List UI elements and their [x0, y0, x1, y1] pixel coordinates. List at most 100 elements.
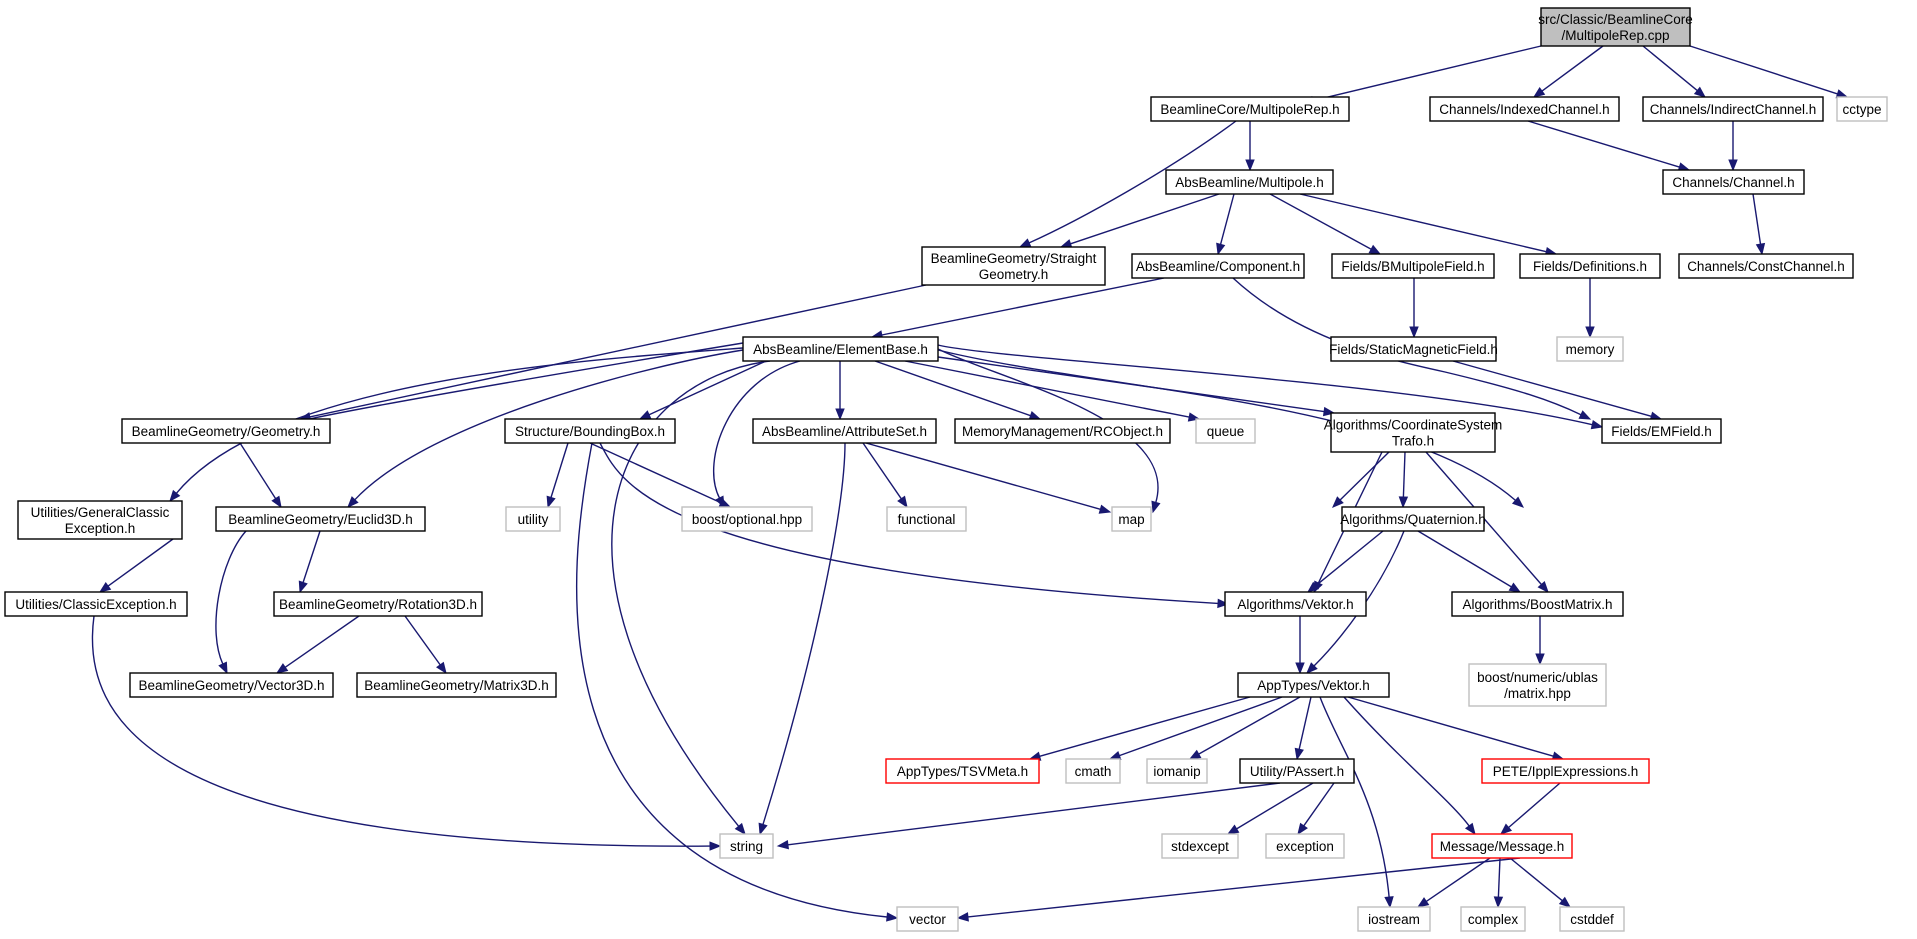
node-label: Structure/BoundingBox.h: [515, 424, 665, 439]
dependency-edge: [1416, 857, 1491, 908]
node-box: [1065, 758, 1121, 784]
edge-line: [1541, 45, 1604, 92]
graph-node-app-tsvmeta[interactable]: AppTypes/TSVMeta.h: [885, 758, 1040, 784]
dependency-edge: [1226, 782, 1314, 835]
node-box: [1431, 833, 1573, 859]
graph-node-ch-indexed[interactable]: Channels/IndexedChannel.h: [1429, 96, 1620, 122]
node-box: [1357, 906, 1431, 932]
edge-line: [1509, 857, 1563, 902]
graph-node-f-emfield[interactable]: Fields/EMField.h: [1601, 418, 1722, 444]
graph-node-bg-matrix3d[interactable]: BeamlineGeometry/Matrix3D.h: [356, 672, 557, 698]
arrowhead-icon: [638, 410, 652, 420]
graph-node-bg-rotation[interactable]: BeamlineGeometry/Rotation3D.h: [273, 591, 483, 617]
arrowhead-icon: [1578, 410, 1592, 420]
arrowhead-icon: [1532, 86, 1546, 98]
graph-node-ch-channel[interactable]: Channels/Channel.h: [1662, 169, 1805, 195]
dependency-edge: [862, 442, 908, 509]
node-box: [1540, 7, 1691, 47]
arrowhead-icon: [1693, 86, 1707, 98]
node-label: string: [730, 839, 763, 854]
node-box: [1601, 418, 1722, 444]
node-box: [1836, 96, 1888, 122]
arrowhead-icon: [835, 408, 845, 421]
graph-node-st-boundingbox[interactable]: Structure/BoundingBox.h: [504, 418, 676, 444]
graph-node-bg-euclid[interactable]: BeamlineGeometry/Euclid3D.h: [215, 506, 426, 532]
node-label: exception: [1276, 839, 1334, 854]
graph-node-bg-vector3d[interactable]: BeamlineGeometry/Vector3D.h: [129, 672, 334, 698]
dependency-edge: [1509, 857, 1572, 908]
arrowhead-icon: [347, 496, 359, 508]
node-box: [954, 418, 1171, 444]
dependency-edge: [1398, 451, 1409, 509]
node-label: Trafo.h: [1392, 434, 1434, 449]
node-label: AbsBeamline/Multipole.h: [1175, 175, 1324, 190]
node-label: queue: [1207, 424, 1245, 439]
dependency-edge: [1493, 857, 1504, 909]
node-label: Utilities/ClassicException.h: [15, 597, 176, 612]
node-box: [1237, 672, 1390, 698]
dependency-edge: [1452, 360, 1663, 421]
node-box: [1559, 906, 1625, 932]
graph-node-f-staticmag[interactable]: Fields/StaticMagneticField.h: [1329, 336, 1498, 362]
edge-line: [107, 538, 174, 587]
node-label: iostream: [1368, 912, 1420, 927]
edge-line: [648, 360, 767, 416]
graph-node-alg-boostmatrix[interactable]: Algorithms/BoostMatrix.h: [1451, 591, 1624, 617]
node-label: Channels/Channel.h: [1672, 175, 1794, 190]
node-label: PETE/IpplExpressions.h: [1493, 764, 1639, 779]
graph-node-f-bmultipole[interactable]: Fields/BMultipoleField.h: [1331, 253, 1495, 279]
edge-line: [1119, 696, 1283, 757]
graph-node-msg-message[interactable]: Message/Message.h: [1431, 833, 1573, 859]
edge-line: [1497, 857, 1501, 898]
node-box: [1165, 169, 1334, 195]
graph-node-pete-ippl[interactable]: PETE/IpplExpressions.h: [1481, 758, 1650, 784]
arrowhead-icon: [1398, 496, 1409, 509]
graph-node-alg-quaternion[interactable]: Algorithms/Quaternion.h: [1340, 506, 1486, 532]
edge-line: [175, 347, 744, 494]
arrowhead-icon: [897, 495, 908, 509]
dependency-edge: [1532, 45, 1604, 98]
dependency-edge: [937, 349, 1525, 508]
graph-node-ch-indirect[interactable]: Channels/IndirectChannel.h: [1642, 96, 1824, 122]
node-label: Geometry.h: [979, 267, 1049, 282]
graph-node-ab-multipole[interactable]: AbsBeamline/Multipole.h: [1165, 169, 1334, 195]
edge-line: [712, 360, 801, 499]
graph-node-ut-classicexc[interactable]: Utilities/ClassicException.h: [4, 591, 188, 617]
node-box: [1678, 253, 1854, 279]
graph-node-root[interactable]: src/Classic/BeamlineCore/MultipoleRep.cp…: [1538, 7, 1693, 47]
graph-node-ab-elementbase[interactable]: AbsBeamline/ElementBase.h: [742, 336, 939, 362]
graph-node-f-definitions[interactable]: Fields/Definitions.h: [1519, 253, 1661, 279]
arrowhead-icon: [1108, 750, 1122, 760]
node-box: [921, 246, 1106, 286]
arrowhead-icon: [1368, 244, 1382, 255]
graph-node-u-passert[interactable]: Utility/PAssert.h: [1239, 758, 1355, 784]
edge-line: [1299, 193, 1547, 253]
edge-line: [284, 615, 360, 668]
node-box: [215, 506, 426, 532]
edge-line: [1642, 45, 1698, 92]
graph-node-bg-geometry[interactable]: BeamlineGeometry/Geometry.h: [121, 418, 331, 444]
dependency-edge: [937, 344, 1604, 430]
arrowhead-icon: [1245, 159, 1255, 172]
graph-node-memory: memory: [1556, 336, 1624, 362]
node-label: BeamlineGeometry/Rotation3D.h: [279, 597, 477, 612]
dependency-edge: [1728, 121, 1738, 172]
graph-node-ch-const[interactable]: Channels/ConstChannel.h: [1678, 253, 1854, 279]
node-box: [1341, 506, 1485, 532]
graph-node-app-vektor[interactable]: AppTypes/Vektor.h: [1237, 672, 1390, 698]
graph-node-ab-component[interactable]: AbsBeamline/Component.h: [1131, 253, 1305, 279]
edge-line: [787, 782, 1281, 846]
graph-node-mm-rcobject[interactable]: MemoryManagement/RCObject.h: [954, 418, 1171, 444]
node-label: Algorithms/BoostMatrix.h: [1462, 597, 1612, 612]
arrowhead-icon: [1508, 582, 1522, 593]
edge-layer: [91, 45, 1849, 922]
graph-node-exception: exception: [1265, 833, 1345, 859]
node-box: [1161, 833, 1239, 859]
graph-node-bc-multipolerep[interactable]: BeamlineCore/MultipoleRep.h: [1150, 96, 1350, 122]
graph-node-ab-attributeset[interactable]: AbsBeamline/AttributeSet.h: [752, 418, 937, 444]
edge-line: [1527, 120, 1680, 168]
graph-node-alg-vektor[interactable]: Algorithms/Vektor.h: [1224, 591, 1367, 617]
